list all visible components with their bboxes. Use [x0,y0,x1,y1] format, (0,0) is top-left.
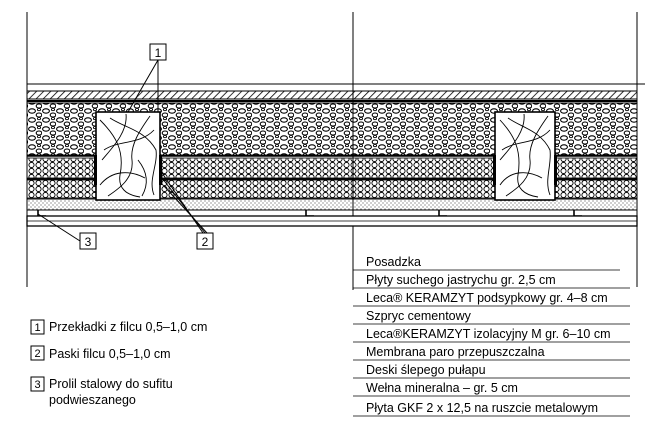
beam-right [494,111,556,201]
callout-1-label: 1 [155,46,162,60]
steel-profiles [37,210,582,217]
layer-label-0: Posadzka [366,255,421,269]
layer-label-6: Deski ślepego pułapu [366,363,486,377]
felt-spacer-right-beam [493,155,496,185]
layer-label-7: Wełna mineralna – gr. 5 cm [366,381,518,395]
callout-3-leader [37,213,81,242]
layer-labels: Posadzka Płyty suchego jastrychu gr. 2,5… [353,255,630,417]
layer-label-4: Leca®KERAMZYT izolacyjny M gr. 6–10 cm [366,327,610,341]
felt-spacer-left [94,155,97,185]
legend-item-1-text: Przekładki z filcu 0,5–1,0 cm [49,320,207,334]
callout-2-leader [159,169,204,234]
legend: 1 Przekładki z filcu 0,5–1,0 cm 2 Paski … [30,319,207,407]
felt-spacer-right-beam-2 [554,155,557,185]
callout-2-label: 2 [202,235,209,249]
layer-label-1: Płyty suchego jastrychu gr. 2,5 cm [366,273,556,287]
layer-label-5: Membrana paro przepuszczalna [366,345,545,359]
legend-item-2-text: Paski filcu 0,5–1,0 cm [49,347,171,361]
layer-label-8: Płyta GKF 2 x 12,5 na ruszcie metalowym [366,401,598,415]
leca-insulation-layer [26,157,638,179]
legend-item-3-text-line2: podwieszanego [49,393,136,407]
legend-item-2: 2 Paski filcu 0,5–1,0 cm [30,345,171,361]
svg-text:1: 1 [34,322,40,334]
svg-text:2: 2 [34,348,40,360]
svg-text:3: 3 [34,379,40,391]
legend-item-3: 3 Prolil stalowy do sufitu podwieszanego [30,376,173,407]
legend-item-3-text-line1: Prolil stalowy do sufitu [49,377,173,391]
layer-label-2: Leca® KERAMZYT podsypkowy gr. 4–8 cm [366,291,608,305]
legend-item-1: 1 Przekładki z filcu 0,5–1,0 cm [30,319,207,335]
screed-board-layer [26,90,638,100]
callout-3-label: 3 [85,235,92,249]
layer-label-3: Szpryc cementowy [366,309,472,323]
blind-boards-layer [26,179,638,199]
mineral-wool-layer [26,198,638,211]
beam-left [95,111,161,201]
